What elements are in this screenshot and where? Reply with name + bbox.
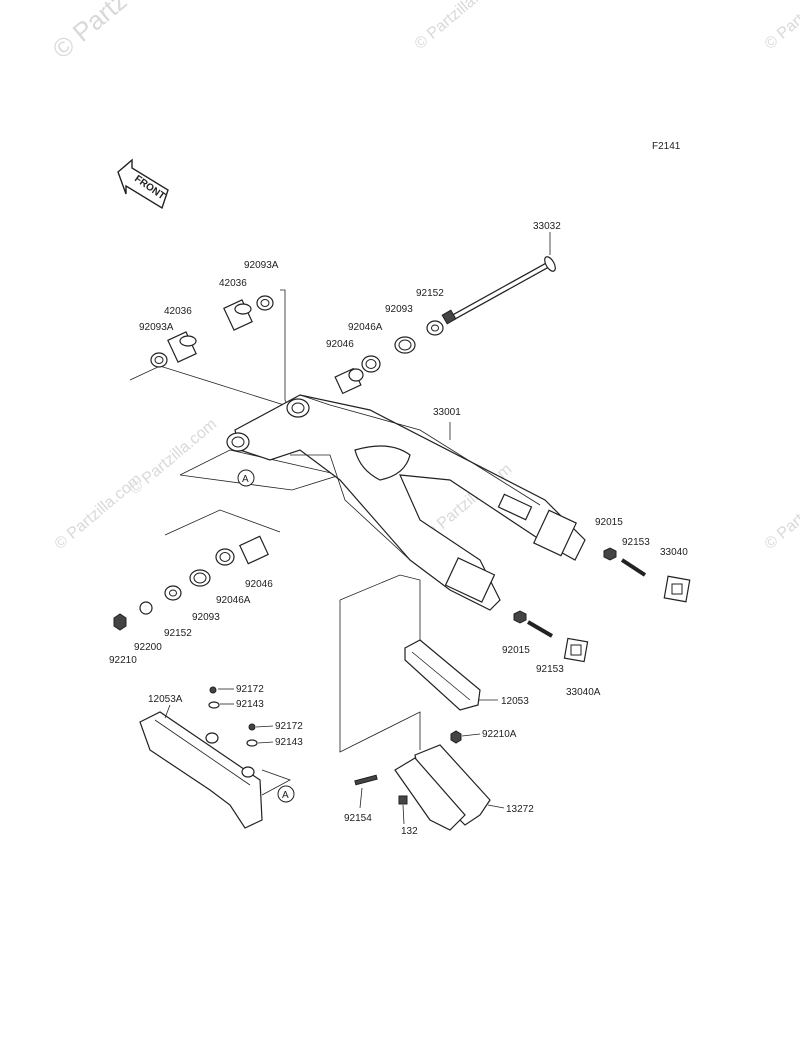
part-label: 33001 xyxy=(433,407,461,418)
part-label: 33040 xyxy=(660,547,688,558)
chain-slider-12053 xyxy=(404,639,498,711)
part-label: 33040A xyxy=(566,687,601,698)
part-label: 33032 xyxy=(533,221,561,232)
part-label: 42036 xyxy=(219,278,247,289)
part-label: 92210A xyxy=(482,729,517,740)
part-label: 92046A xyxy=(216,595,251,606)
svg-text:A: A xyxy=(282,790,289,801)
watermark: © Partzilla.com xyxy=(127,416,221,498)
part-label: 92093A xyxy=(244,260,279,271)
part-label: 92046 xyxy=(326,339,354,350)
lower-left-stack-group xyxy=(113,535,269,631)
part-label: 92152 xyxy=(164,628,192,639)
swingarm-33001 xyxy=(226,394,586,611)
part-label: 92154 xyxy=(344,813,372,824)
watermark: © Partzilla.com xyxy=(762,0,800,53)
part-label: 92015 xyxy=(595,517,623,528)
chain-slider-12053A xyxy=(139,686,263,829)
part-label: 13272 xyxy=(506,804,534,815)
svg-text:A: A xyxy=(242,474,249,485)
part-label: 92172 xyxy=(275,721,303,732)
part-label: 92093 xyxy=(192,612,220,623)
part-label: 132 xyxy=(401,826,418,837)
part-label: 92143 xyxy=(236,699,264,710)
part-label: 92093A xyxy=(139,322,174,333)
ref-marker-a: A xyxy=(277,785,295,803)
part-label: 92153 xyxy=(536,664,564,675)
watermark: © Partzilla.com xyxy=(412,0,506,53)
part-label: 92210 xyxy=(109,655,137,666)
watermark-corner: © Partz xyxy=(47,0,133,65)
front-arrow-icon: FRONT xyxy=(117,158,169,210)
chain-guide-13272 xyxy=(354,730,491,831)
axle-33032 xyxy=(441,232,556,325)
part-label: 92143 xyxy=(275,737,303,748)
ref-marker-a: A xyxy=(237,469,255,487)
part-label: 92046A xyxy=(348,322,383,333)
part-label: 92152 xyxy=(416,288,444,299)
right-adjusters-group xyxy=(513,547,691,663)
part-label: 92172 xyxy=(236,684,264,695)
part-label: 12053A xyxy=(148,694,183,705)
figure-code: F2141 xyxy=(652,141,681,152)
part-label: 92200 xyxy=(134,642,162,653)
part-label: 12053 xyxy=(501,696,529,707)
part-label: 92046 xyxy=(245,579,273,590)
top-bushings-group xyxy=(150,295,444,395)
part-label: 92093 xyxy=(385,304,413,315)
part-label: 92015 xyxy=(502,645,530,656)
watermark: © Partzilla.com xyxy=(762,471,800,553)
part-label: 92153 xyxy=(622,537,650,548)
part-label: 42036 xyxy=(164,306,192,317)
